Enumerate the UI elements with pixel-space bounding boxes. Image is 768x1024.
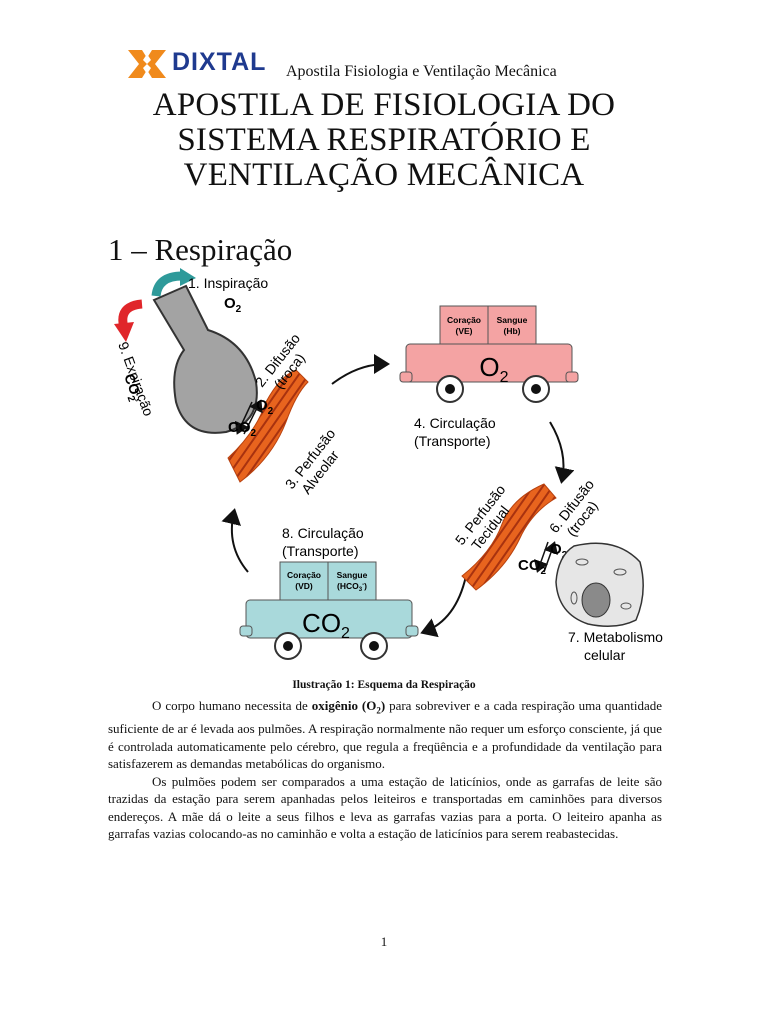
step2-label: 2. Difusão (troca) [252, 330, 308, 392]
step3-label: 3. Perfusão Alveolar [282, 425, 342, 497]
oxygen-term: oxigênio (O2) [311, 698, 386, 716]
truck-top-cargo-label: O2 [479, 352, 508, 386]
truck-bottom-box2-line2: (HCO3-) [337, 581, 367, 593]
title-line: APOSTILA DE FISIOLOGIA DO [152, 87, 616, 123]
truck-bottom-box2-line1: Sangue [337, 570, 368, 580]
inspiration-o2-label: O2 [224, 295, 242, 315]
page-title: APOSTILA DE FISIOLOGIA DO SISTEMA RESPIR… [80, 88, 688, 193]
title-line: VENTILAÇÃO MECÂNICA [183, 157, 585, 193]
header-subtitle: Apostila Fisiologia e Ventilação Mecânic… [286, 63, 557, 80]
truck-bottom-cargo-label: CO2 [302, 608, 350, 642]
cycle-arrow-top [331, 354, 390, 385]
paragraph-2: Os pulmões podem ser comparados a uma es… [108, 773, 662, 842]
truck-top: Coração (VE) Sangue (Hb) O2 [399, 305, 579, 403]
inspiration-arrow-icon [151, 268, 196, 297]
step7-label-line2: celular [584, 647, 626, 663]
truck-top-box1-line1: Coração [447, 315, 481, 325]
alveolar-tissue-strip [227, 369, 309, 483]
truck-bottom-box1-line1: Coração [287, 570, 321, 580]
truck-top-box2-line1: Sangue [497, 315, 528, 325]
step1-label: 1. Inspiração [188, 275, 268, 291]
respiration-diagram: 1. Inspiração O2 9. Expiração CO2 2. Dif… [114, 268, 663, 663]
truck-bottom: Coração (VD) Sangue (HCO3-) CO2 [239, 561, 419, 660]
step8-label-line1: 8. Circulação [282, 525, 364, 541]
truck-top-box1-line2: (VE) [456, 326, 473, 336]
step6-label: 6. Difusão (troca) [546, 476, 601, 539]
body-text: O corpo humano necessita de oxigênio (O2… [108, 697, 662, 843]
expiration-arrow-icon [114, 299, 143, 342]
alveolus-shape [152, 284, 258, 434]
svg-text:CO2: CO2 [117, 372, 145, 404]
dixtal-logo-icon [128, 50, 166, 78]
diffusion-co2-label: CO2 [228, 419, 257, 439]
step8-label-line2: (Transporte) [282, 543, 359, 559]
exchange-arrows-icon [235, 399, 263, 435]
truck-bottom-box1-line2: (VD) [295, 581, 313, 591]
page-number: 1 [380, 934, 388, 949]
cycle-arrow-right [549, 421, 575, 484]
logo-text: DIXTAL [172, 48, 267, 76]
step4-label-line1: 4. Circulação [414, 415, 496, 431]
page-header: DIXTAL Apostila Fisiologia e Ventilação … [128, 46, 608, 86]
tissue-strip-right [461, 483, 557, 591]
step4-label-line2: (Transporte) [414, 433, 491, 449]
expiration-co2-label: CO2 [117, 372, 145, 404]
step7-label-line1: 7. Metabolismo [568, 629, 663, 645]
tissue-co2-label: CO2 [518, 557, 547, 577]
cell-shape [555, 542, 644, 627]
paragraph-1: O corpo humano necessita de oxigênio (O2… [108, 698, 662, 772]
diffusion-o2-label: O2 [256, 397, 274, 417]
truck-top-box2-line2: (Hb) [504, 326, 521, 336]
figure-caption: Ilustração 1: Esquema da Respiração [292, 679, 476, 691]
title-line: SISTEMA RESPIRATÓRIO E [177, 122, 591, 158]
tissue-exchange-arrows-icon [533, 541, 559, 573]
cycle-arrow-left [221, 508, 249, 573]
cycle-arrow-bottom [420, 575, 467, 638]
section-title: 1 – Respiração [108, 232, 293, 267]
